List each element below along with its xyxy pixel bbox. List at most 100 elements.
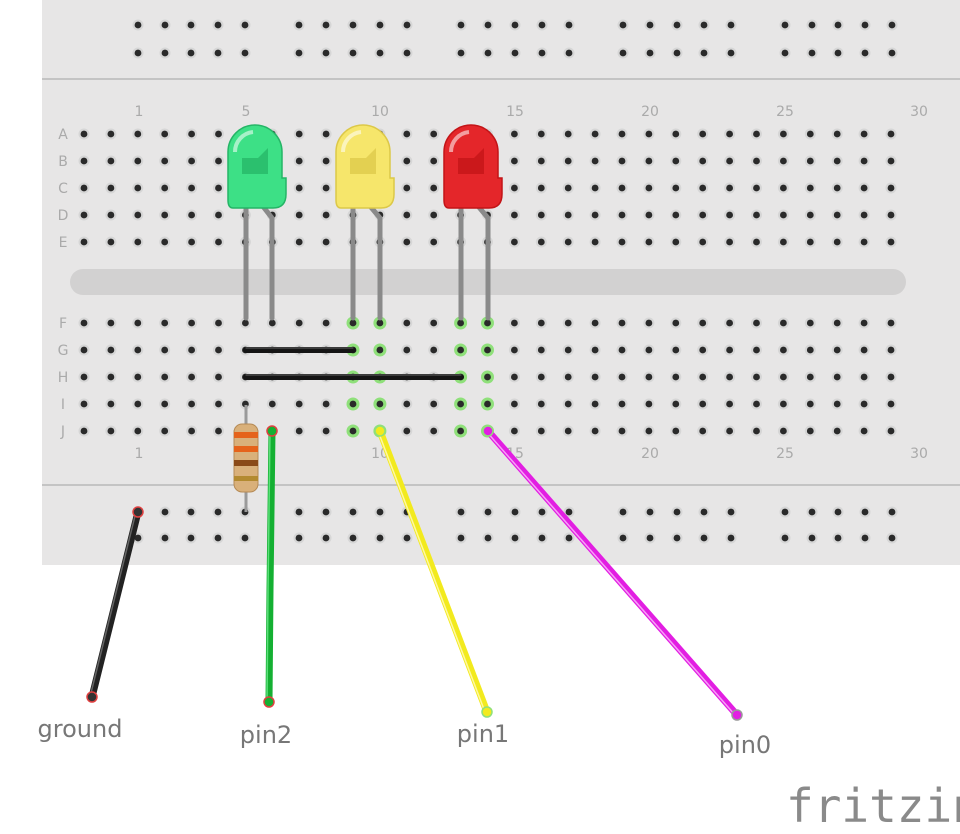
breadboard-hole[interactable] — [672, 400, 680, 408]
breadboard-hole[interactable] — [619, 21, 627, 29]
breadboard-hole[interactable] — [565, 49, 573, 57]
breadboard-hole[interactable] — [591, 157, 599, 165]
breadboard-hole[interactable] — [726, 400, 733, 408]
breadboard-hole[interactable] — [727, 21, 735, 29]
breadboard-hole[interactable] — [699, 346, 707, 354]
breadboard-hole[interactable] — [295, 130, 303, 138]
breadboard-hole[interactable] — [780, 319, 787, 327]
breadboard-hole[interactable] — [511, 427, 518, 435]
breadboard-hole[interactable] — [457, 346, 464, 354]
breadboard-hole[interactable] — [134, 346, 142, 354]
breadboard-hole[interactable] — [511, 346, 518, 354]
breadboard-hole[interactable] — [80, 211, 88, 219]
breadboard-hole[interactable] — [484, 508, 492, 516]
breadboard-hole[interactable] — [753, 157, 760, 165]
breadboard-hole[interactable] — [780, 427, 787, 435]
breadboard-hole[interactable] — [403, 427, 411, 435]
breadboard-hole[interactable] — [322, 400, 330, 408]
breadboard-hole[interactable] — [187, 49, 195, 57]
breadboard-hole[interactable] — [403, 157, 411, 165]
breadboard-hole[interactable] — [187, 21, 195, 29]
breadboard-hole[interactable] — [107, 238, 115, 246]
breadboard-hole[interactable] — [860, 319, 868, 327]
breadboard-hole[interactable] — [646, 508, 654, 516]
pin2-wire[interactable] — [263, 425, 278, 708]
breadboard-hole[interactable] — [511, 184, 518, 192]
breadboard-hole[interactable] — [80, 157, 88, 165]
breadboard-hole[interactable] — [833, 211, 841, 219]
breadboard-hole[interactable] — [215, 346, 222, 354]
breadboard-hole[interactable] — [349, 319, 357, 327]
breadboard-hole[interactable] — [645, 238, 653, 246]
breadboard-hole[interactable] — [564, 157, 572, 165]
breadboard-hole[interactable] — [322, 319, 330, 327]
breadboard-hole[interactable] — [457, 508, 465, 516]
breadboard-hole[interactable] — [295, 157, 303, 165]
breadboard-hole[interactable] — [833, 130, 841, 138]
pin0-wire[interactable] — [482, 425, 743, 721]
breadboard-hole[interactable] — [727, 508, 735, 516]
breadboard-hole[interactable] — [215, 184, 222, 192]
breadboard-hole[interactable] — [808, 508, 816, 516]
breadboard-hole[interactable] — [860, 211, 868, 219]
breadboard-hole[interactable] — [188, 319, 196, 327]
breadboard-hole[interactable] — [564, 373, 572, 381]
breadboard-hole[interactable] — [161, 49, 169, 57]
breadboard-hole[interactable] — [215, 319, 222, 327]
breadboard-hole[interactable] — [806, 184, 814, 192]
breadboard-hole[interactable] — [430, 184, 438, 192]
jumper-h-wire[interactable] — [243, 374, 464, 380]
breadboard-hole[interactable] — [564, 346, 572, 354]
breadboard-hole[interactable] — [646, 49, 654, 57]
breadboard-hole[interactable] — [241, 534, 249, 542]
breadboard-hole[interactable] — [618, 157, 626, 165]
breadboard-hole[interactable] — [188, 427, 196, 435]
breadboard-hole[interactable] — [780, 157, 787, 165]
breadboard-hole[interactable] — [215, 130, 222, 138]
breadboard-hole[interactable] — [887, 400, 895, 408]
breadboard-hole[interactable] — [673, 508, 681, 516]
breadboard-hole[interactable] — [537, 184, 545, 192]
breadboard-hole[interactable] — [861, 534, 869, 542]
breadboard-hole[interactable] — [80, 427, 88, 435]
breadboard-hole[interactable] — [430, 319, 438, 327]
breadboard-hole[interactable] — [268, 319, 276, 327]
breadboard-hole[interactable] — [673, 21, 681, 29]
breadboard-hole[interactable] — [215, 427, 222, 435]
breadboard-hole[interactable] — [403, 184, 411, 192]
breadboard-hole[interactable] — [860, 130, 868, 138]
breadboard-hole[interactable] — [537, 157, 545, 165]
breadboard-hole[interactable] — [887, 319, 895, 327]
breadboard-hole[interactable] — [161, 373, 169, 381]
breadboard-hole[interactable] — [537, 400, 545, 408]
breadboard-hole[interactable] — [618, 427, 626, 435]
breadboard-hole[interactable] — [781, 508, 789, 516]
breadboard-hole[interactable] — [161, 157, 169, 165]
breadboard-hole[interactable] — [564, 211, 572, 219]
breadboard-hole[interactable] — [322, 21, 330, 29]
jumper-g-wire[interactable] — [243, 347, 356, 353]
breadboard-hole[interactable] — [80, 373, 88, 381]
breadboard-hole[interactable] — [806, 238, 814, 246]
breadboard-hole[interactable] — [188, 400, 196, 408]
breadboard-hole[interactable] — [161, 534, 169, 542]
breadboard-hole[interactable] — [726, 319, 733, 327]
breadboard-hole[interactable] — [833, 346, 841, 354]
breadboard-hole[interactable] — [215, 211, 222, 219]
breadboard-hole[interactable] — [161, 211, 169, 219]
breadboard-hole[interactable] — [511, 534, 519, 542]
breadboard-hole[interactable] — [645, 346, 653, 354]
breadboard-hole[interactable] — [134, 157, 142, 165]
breadboard-hole[interactable] — [727, 49, 735, 57]
breadboard-hole[interactable] — [618, 400, 626, 408]
breadboard-hole[interactable] — [753, 319, 760, 327]
breadboard-hole[interactable] — [861, 49, 869, 57]
breadboard-hole[interactable] — [349, 21, 357, 29]
breadboard-hole[interactable] — [403, 21, 411, 29]
breadboard-hole[interactable] — [672, 427, 680, 435]
breadboard-hole[interactable] — [591, 130, 599, 138]
breadboard-hole[interactable] — [806, 400, 814, 408]
breadboard-hole[interactable] — [727, 534, 735, 542]
breadboard-hole[interactable] — [295, 400, 303, 408]
breadboard-hole[interactable] — [376, 534, 384, 542]
